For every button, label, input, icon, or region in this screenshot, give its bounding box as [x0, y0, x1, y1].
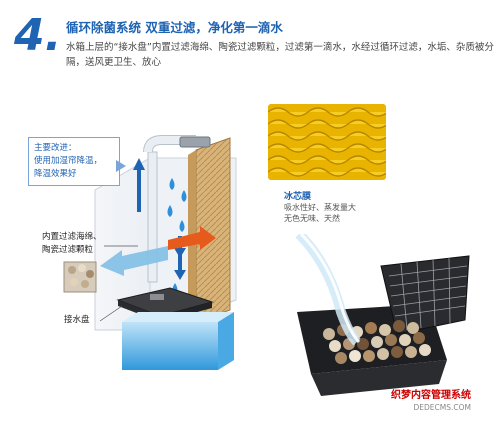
cooling-pad-desc-line: 吸水性好、蒸发量大: [284, 203, 356, 212]
watermark-line-2: DEDECMS.COM: [413, 403, 472, 412]
tray-lid-grid: [380, 255, 470, 335]
ceramic-pellets: [323, 320, 431, 364]
callout-line: 主要改进：: [34, 143, 77, 153]
cooling-pad-title: 冰芯膜: [284, 192, 312, 202]
cooling-pad-image: [268, 104, 386, 180]
improvement-callout: 主要改进： 使用加湿帘降温， 降温效果好: [28, 137, 120, 186]
callout-line: 使用加湿帘降温，: [34, 156, 103, 166]
section-description: 水箱上层的“接水盘”内置过滤海绵、陶瓷过滤颗粒，过滤第一滴水，水经过循环过滤，水…: [66, 42, 494, 68]
filter-label-line: 陶瓷过滤颗粒: [42, 245, 94, 255]
watermark-line-1: 织梦内容管理系统: [391, 390, 471, 401]
section-title: 循环除菌系统 双重过滤，净化第一滴水: [66, 20, 283, 35]
hot-air-arrow: [168, 226, 216, 250]
filter-label-line: 内置过滤海绵、: [42, 232, 102, 242]
tray-label: 接水盘: [64, 315, 90, 325]
callout-pointer: [116, 160, 126, 172]
ceramic-pellets-swatch: [63, 261, 97, 293]
filter-tray-photo: [269, 234, 491, 410]
step-number: 4.: [14, 10, 62, 61]
watermark: 织梦内容管理系统 DEDECMS.COM: [391, 390, 471, 414]
water-pipe: [143, 135, 211, 283]
cool-air-arrow: [100, 246, 168, 276]
cooling-pad-description: 吸水性好、蒸发量大 无色无味、天然: [284, 202, 394, 224]
filter-label: 内置过滤海绵、 陶瓷过滤颗粒: [42, 231, 102, 257]
callout-line: 降温效果好: [34, 169, 77, 179]
water-tank: [122, 312, 234, 370]
cooling-pad-desc-line: 无色无味、天然: [284, 214, 340, 223]
tray-leader-line: [99, 305, 123, 322]
